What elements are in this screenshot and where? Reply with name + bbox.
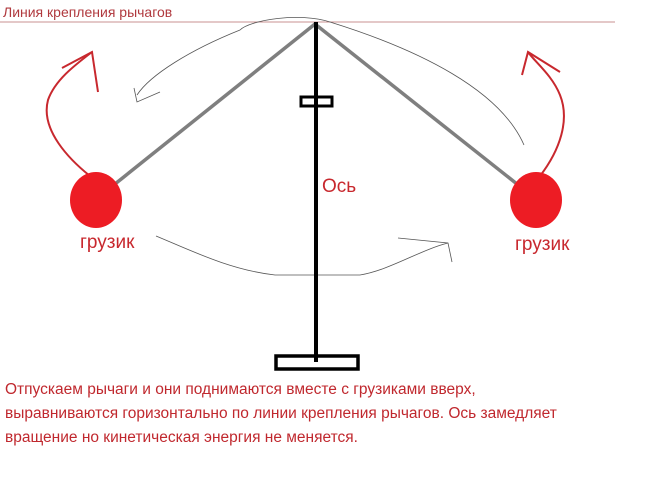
description: Отпускаем рычаги и они поднимаются вмест… <box>5 378 645 450</box>
axis-label: Ось <box>322 176 357 197</box>
attachment-line-label: Линия крепления рычагов <box>3 4 173 20</box>
description-line: выравниваются горизонтально по линии кре… <box>5 405 557 422</box>
rotation-arc-bottom <box>155 235 449 276</box>
arrow-head-top-left <box>133 87 161 103</box>
axis-base <box>274 354 360 371</box>
arrow-head-bottom-right <box>397 237 453 263</box>
lever-right <box>313 22 524 190</box>
weight-right <box>510 172 562 228</box>
description-line: Отпускаем рычаги и они поднимаются вмест… <box>5 381 476 398</box>
description-line: вращение но кинетическая энергия не меня… <box>5 429 358 446</box>
lift-arrow-right <box>527 51 565 177</box>
lever-left <box>108 22 317 190</box>
lift-arrow-right-head <box>521 50 561 76</box>
weight-left-label: грузик <box>80 232 135 253</box>
weight-left <box>70 172 122 228</box>
lift-arrow-left <box>45 51 93 177</box>
rotation-arc-top <box>136 17 525 146</box>
lift-arrow-left-head <box>61 50 99 93</box>
axis-bearing <box>299 95 334 108</box>
weight-right-label: грузик <box>515 234 570 255</box>
